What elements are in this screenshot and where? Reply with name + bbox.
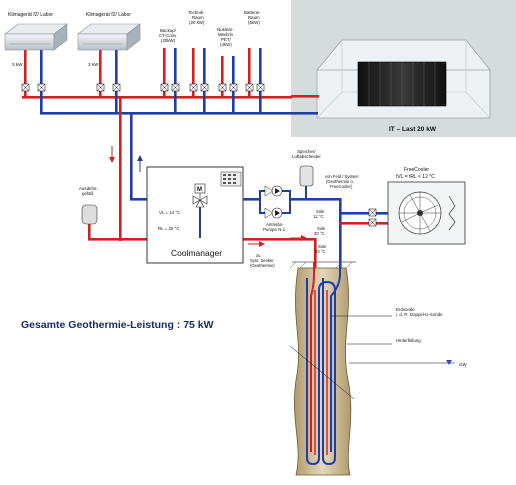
air-separator-label-2: Luftabscheider xyxy=(292,154,321,159)
ac-unit-2-power: 3 kW xyxy=(88,62,99,67)
consumer-nuklear-label-1: Nuklear- xyxy=(217,27,234,32)
return-header-pipe xyxy=(40,112,318,115)
sole-2-temp: 20 °C xyxy=(314,231,325,236)
probe-leader-lines xyxy=(289,315,455,400)
expansion-vessel xyxy=(81,204,98,225)
main-return-riser xyxy=(130,112,133,200)
to-field-label-3: (Geothermie) xyxy=(250,263,275,268)
return-to-probe-pipe xyxy=(339,198,342,278)
sole-1-label: Sole xyxy=(316,209,325,214)
rl-temperature: RL = 20 °C xyxy=(158,226,179,231)
valves xyxy=(21,83,265,92)
sole-3-temp: 20 °C xyxy=(315,249,326,254)
freecooler-title: FreeCooler xyxy=(404,167,429,173)
sole-3-label: Sole xyxy=(318,244,327,249)
probe-label-1: Erdsonde xyxy=(396,307,415,312)
expansion-vessel-label-2: gefäß xyxy=(82,191,94,196)
air-separator xyxy=(299,165,314,200)
consumer-backup-label-2: CT-Conv xyxy=(159,33,177,38)
freecooler-valves xyxy=(368,208,377,227)
expansion-vessel-label-1: Ausdehn- xyxy=(79,186,98,191)
consumer-backup-label-1: Backup/ xyxy=(160,28,177,33)
borehole-probe xyxy=(289,261,356,476)
consumer-technik-label-1: Technik- xyxy=(188,10,205,15)
probe-label-2: i. d. R. Doppel-U-Sonde xyxy=(396,312,443,317)
to-field-label-1: zu xyxy=(256,253,261,258)
backfill-label: Hinterfüllung xyxy=(396,338,421,343)
pump-label-1: Antriebs- xyxy=(266,222,284,227)
consumer-batterie-label-2: Raum xyxy=(248,15,260,20)
consumer-nuklear-label-2: Medizin xyxy=(218,32,234,37)
main-supply-riser xyxy=(119,96,122,241)
ac-unit-1-power: 3 kW xyxy=(12,62,23,67)
consumer-batterie-label-3: (5kW) xyxy=(248,20,260,25)
valve-motor-label: M xyxy=(197,187,202,193)
consumer-technik-label-3: (20 kW) xyxy=(189,20,205,25)
ac-unit-1 xyxy=(4,23,68,51)
from-field-label-2: (Geothermie o. xyxy=(326,179,354,184)
vl-temperature: VL = 14 °C xyxy=(159,210,180,215)
to-field-label-2: Syst. Senker xyxy=(250,258,274,263)
freecooler-unit xyxy=(387,181,466,245)
sole-2-label: Sole xyxy=(317,226,326,231)
groundwater-marker xyxy=(446,360,452,365)
it-load-label: IT – Last 20 kW xyxy=(389,126,437,133)
from-field-label-3: FreeCooler) xyxy=(330,184,353,189)
total-geothermal-capacity: Gesamte Geothermie-Leistung : 75 kW xyxy=(21,319,214,331)
freecooler-temperature: tVL = tRL < 12 °C xyxy=(396,174,435,180)
consumer-technik-label-2: Raum xyxy=(192,15,204,20)
consumer-batterie-label-1: Batterie- xyxy=(244,10,261,15)
server-rack xyxy=(357,61,447,107)
coolmanager-title: Coolmanager xyxy=(171,248,222,258)
consumer-nuklear-label-3: PET/ xyxy=(221,37,232,42)
air-separator-label-1: Speicher/ xyxy=(297,149,316,154)
sole-1-temp: 12 °C xyxy=(313,214,324,219)
circulation-pumps xyxy=(243,185,291,219)
consumer-nuklear-label-4: (4kW) xyxy=(220,42,232,47)
pump-label-2: Pumpe N-1 xyxy=(263,227,286,232)
it-room: IT – Last 20 kW xyxy=(291,0,516,137)
supply-from-probe-pipe xyxy=(314,238,317,278)
supply-header-pipe xyxy=(22,96,292,99)
consumer-backup-label-3: (20kW) xyxy=(161,38,176,43)
ac-unit-1-label: Klimagerät f2/ Labor xyxy=(8,12,53,18)
ac-unit-2-label: Klimagerät f2/ Labor xyxy=(86,12,131,18)
groundwater-label: GW xyxy=(459,362,467,367)
from-field-label-1: von Feld / System xyxy=(325,174,359,179)
ac-unit-2 xyxy=(77,23,141,51)
coolmanager-unit: M xyxy=(146,166,244,264)
